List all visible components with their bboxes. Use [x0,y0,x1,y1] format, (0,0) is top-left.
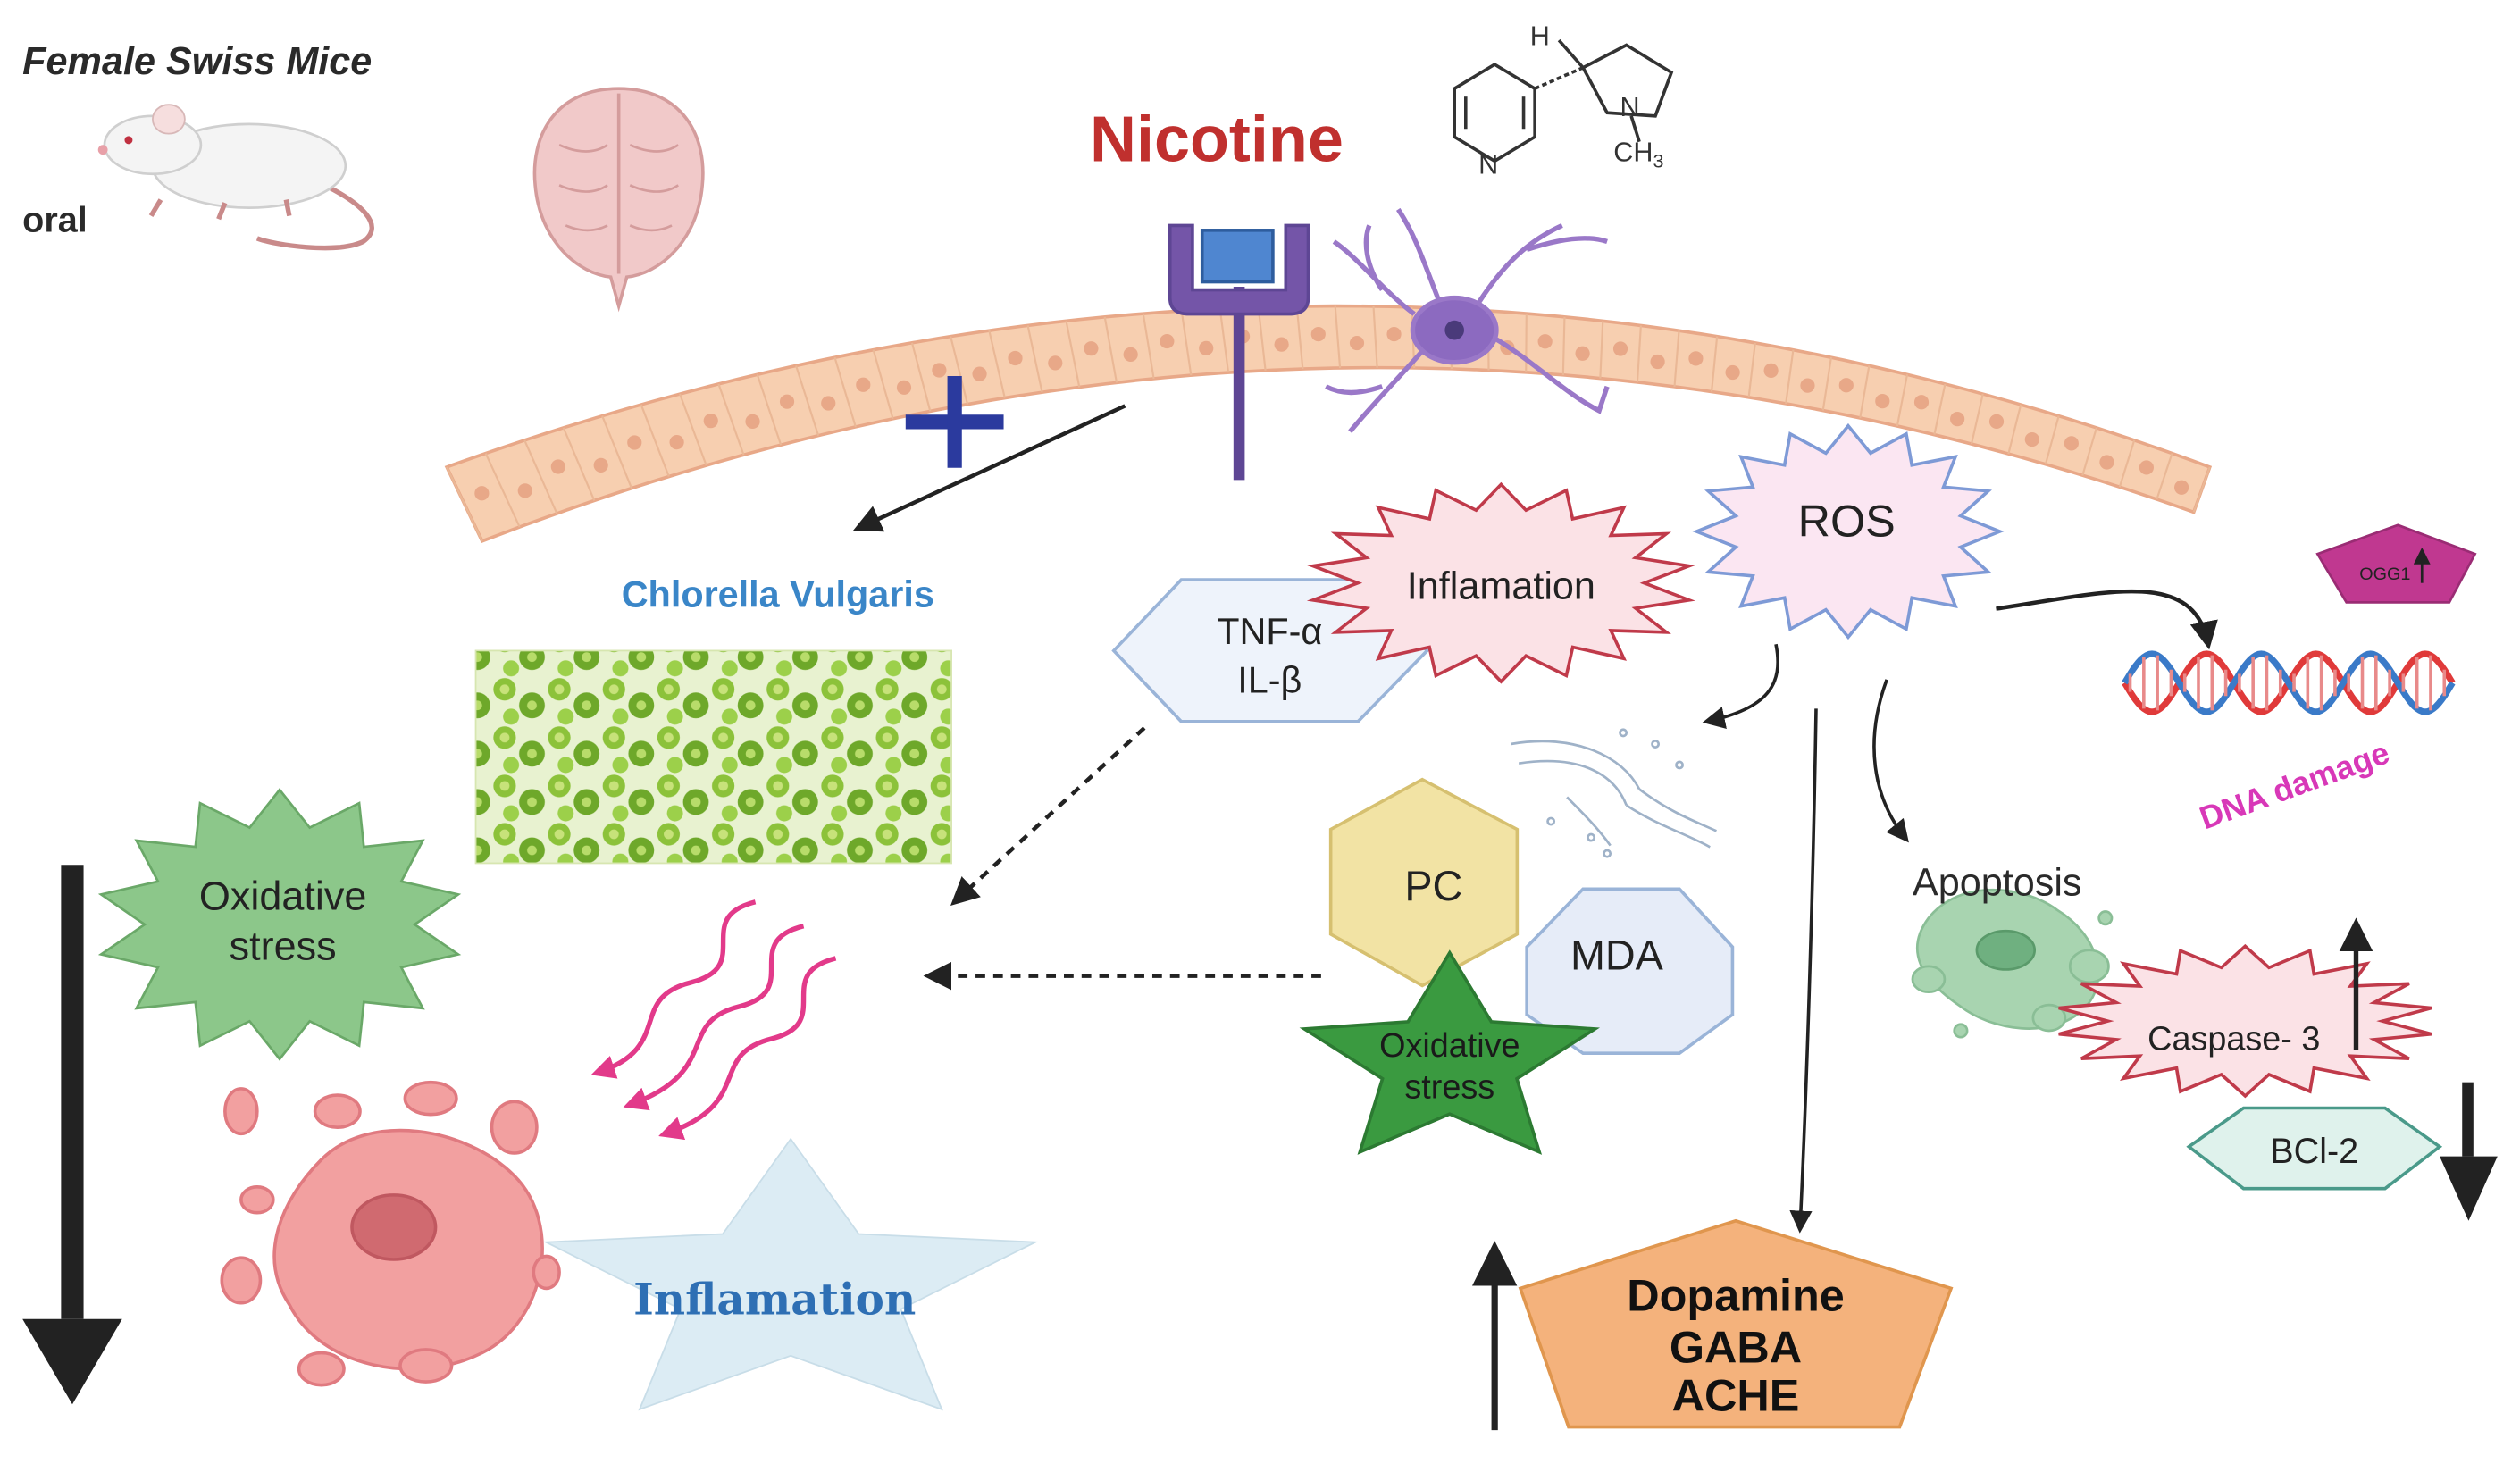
plus-icon [905,376,1004,468]
nicotine-structure [1453,38,1674,163]
inflammation-burst [1306,481,1695,684]
ros-label: ROS [1798,495,1896,546]
apoptosis-label: Apoptosis [1913,861,2082,904]
oxidative-stress-left-line1: Oxidative [199,874,366,919]
dna-helix [2122,650,2456,715]
mda-octagon [1525,887,1735,1056]
inflammation-left-label: Inflamation [633,1274,916,1325]
ache-label: ACHE [1672,1369,1800,1420]
dopamine-label: Dopamine [1627,1270,1844,1321]
brain-illustration [532,87,705,313]
pink-wave-arrows [590,899,837,1141]
mouse-illustration [97,104,374,251]
dna-damage-label: DNA damage [2195,734,2394,837]
ogg1-badge [2315,523,2477,604]
chlorella-label: Chlorella Vulgaris [622,574,934,615]
il-beta-label: IL-β [1237,659,1302,700]
cell-membrane [444,304,2213,544]
inflammation-center-label: Inflamation [1407,565,1595,608]
pyridine-n: N [1478,150,1498,180]
oxidative-stress-star [1299,949,1601,1155]
arrow-to-chlorella [852,404,1126,532]
subject-label: Female Swiss Mice [22,40,372,83]
damaged-cells-cluster [220,1080,561,1387]
bcl2-hexagon [2186,1106,2443,1191]
caspase-label: Caspase- 3 [2147,1021,2320,1058]
ros-burst [1692,422,2005,640]
pc-label: PC [1404,863,1462,909]
neurotransmitter-pentagon [1518,1218,1954,1429]
oxidative-stress-center-line1: Oxidative [1379,1027,1520,1065]
tnf-il-hexagon [1111,578,1430,723]
methyl-label: CH3 [1613,137,1663,171]
neuron-illustration [1325,207,1610,433]
gaba-label: GABA [1670,1321,1802,1372]
hydrogen-label: H [1530,21,1550,51]
nicotine-title: Nicotine [1090,104,1344,175]
oxidative-stress-left-line2: stress [230,924,337,969]
pc-hexagon [1328,777,1520,988]
decrease-arrow-right [2440,1082,2498,1221]
pyrrolidine-n: N [1620,92,1640,122]
arrow-ros-to-lipid [1702,643,1779,729]
dotted-arrow-cytokines [950,726,1146,906]
decrease-arrow-left [22,865,122,1405]
mda-label: MDA [1570,932,1664,978]
arrow-ros-to-neurotransmitters [1789,708,1818,1234]
oxidative-stress-left-burst [97,788,462,1061]
inflammation-star [542,1137,1039,1411]
tnf-alpha-label: TNF-α [1217,611,1322,652]
arrow-ros-to-apoptosis [1872,679,1909,843]
arrow-ros-to-dna [1996,589,2218,650]
bcl2-label: BCl-2 [2270,1132,2358,1171]
ogg1-label: OGG1 [2359,565,2410,584]
lipid-membrane-fragments [1510,728,1718,858]
caspase-burst [2058,943,2432,1099]
nicotinic-receptor [1168,223,1310,481]
oxidative-stress-center-line2: stress [1404,1069,1494,1107]
chlorella-image [474,649,952,865]
route-label: oral [22,201,88,240]
